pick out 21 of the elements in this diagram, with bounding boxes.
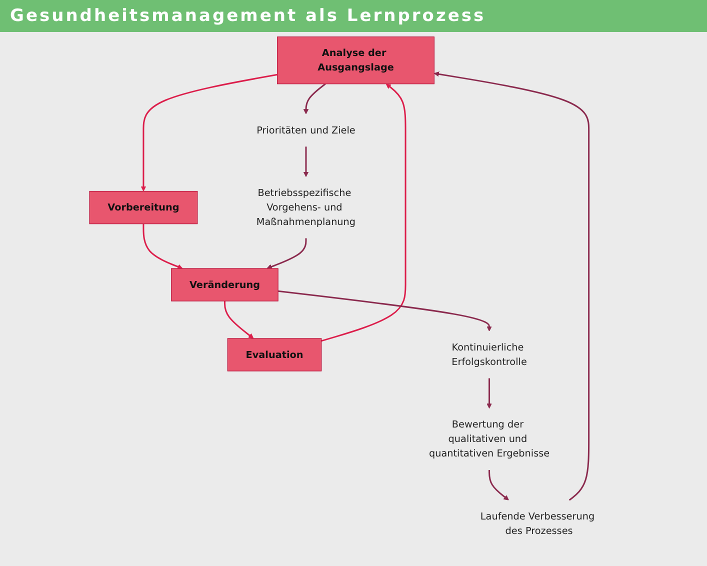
arrow	[434, 72, 590, 501]
node-box: Evaluation	[227, 338, 322, 372]
arrow	[224, 301, 254, 339]
node-box: Veränderung	[171, 268, 278, 302]
arrow	[488, 470, 509, 500]
node-text: Prioritäten und Ziele	[256, 124, 356, 136]
arrow	[303, 83, 326, 114]
node-text: Betriebsspezifische Vorgehens- und Maßnahmenplanung	[256, 187, 356, 228]
arrow	[140, 74, 278, 192]
node-text: Bewertung der qualitativen und quantitativen Ergebnisse	[428, 418, 550, 460]
node-text: Laufende Verbesserung des Prozesses	[480, 510, 595, 536]
arrow	[486, 378, 492, 409]
arrow	[321, 84, 406, 342]
title-bar: Gesundheitsmanagement als Lernprozess	[0, 0, 707, 32]
node-box: Vorbereitung	[89, 190, 198, 224]
arrow	[266, 238, 307, 270]
node-text: Kontinuierliche Erfolgskontrolle	[452, 341, 527, 368]
arrow	[142, 224, 183, 270]
arrow	[303, 146, 309, 178]
node-box: Analyse der Ausgangslage	[277, 36, 434, 84]
arrow	[278, 290, 492, 332]
